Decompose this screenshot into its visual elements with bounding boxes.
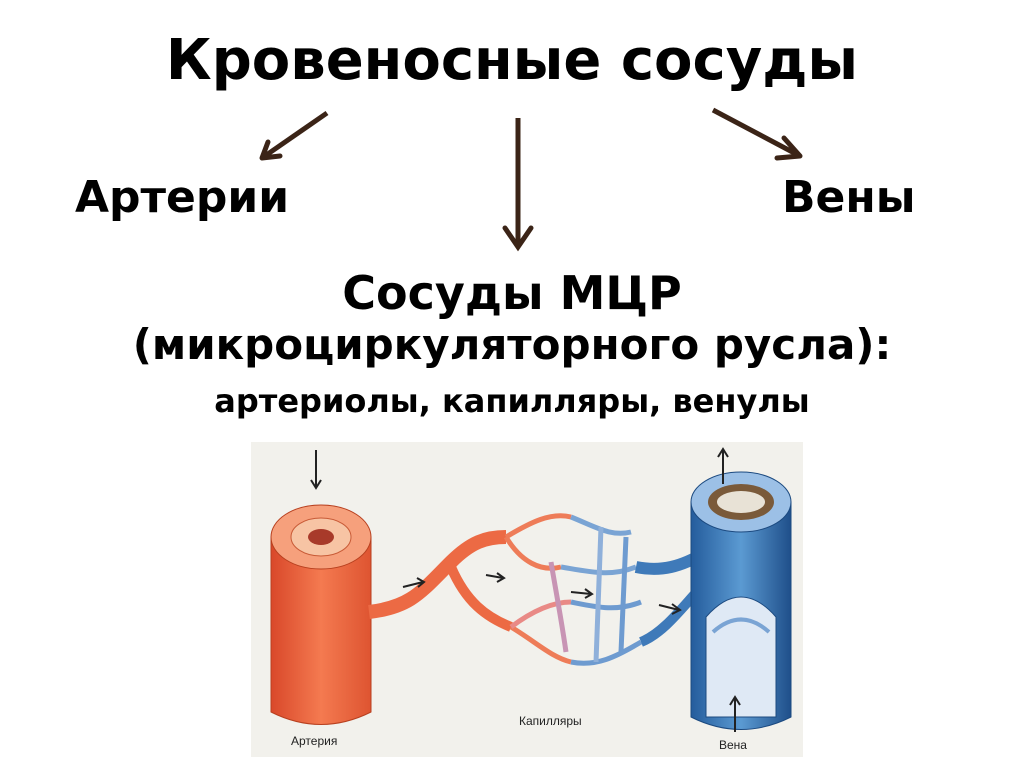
arrow-to-veins xyxy=(711,107,803,161)
arteries-label: Артерии xyxy=(75,172,290,223)
arteriole xyxy=(368,530,507,619)
vein-caption: Вена xyxy=(719,738,747,752)
arrow-to-mcr xyxy=(502,118,534,252)
arrow-to-arteries xyxy=(259,110,329,161)
veins-label: Вены xyxy=(782,172,916,223)
mcr-list: артериолы, капилляры, венулы xyxy=(214,382,810,420)
vein-vessel xyxy=(690,471,792,730)
mcr-title: Сосуды МЦР xyxy=(342,266,682,320)
capillary-network xyxy=(503,513,643,666)
mcr-subtitle: (микроциркуляторного русла): xyxy=(132,320,892,369)
artery-vessel xyxy=(270,504,372,725)
vessel-drawing xyxy=(270,447,792,732)
slide-title: Кровеносные сосуды xyxy=(165,28,859,93)
capillaries-caption: Капилляры xyxy=(519,714,582,728)
artery-caption: Артерия xyxy=(291,734,338,748)
flow-arrows xyxy=(310,447,741,732)
arteriole-branch xyxy=(446,564,513,632)
microcirculation-illustration: Артерия Капилляры Вена xyxy=(251,442,803,757)
